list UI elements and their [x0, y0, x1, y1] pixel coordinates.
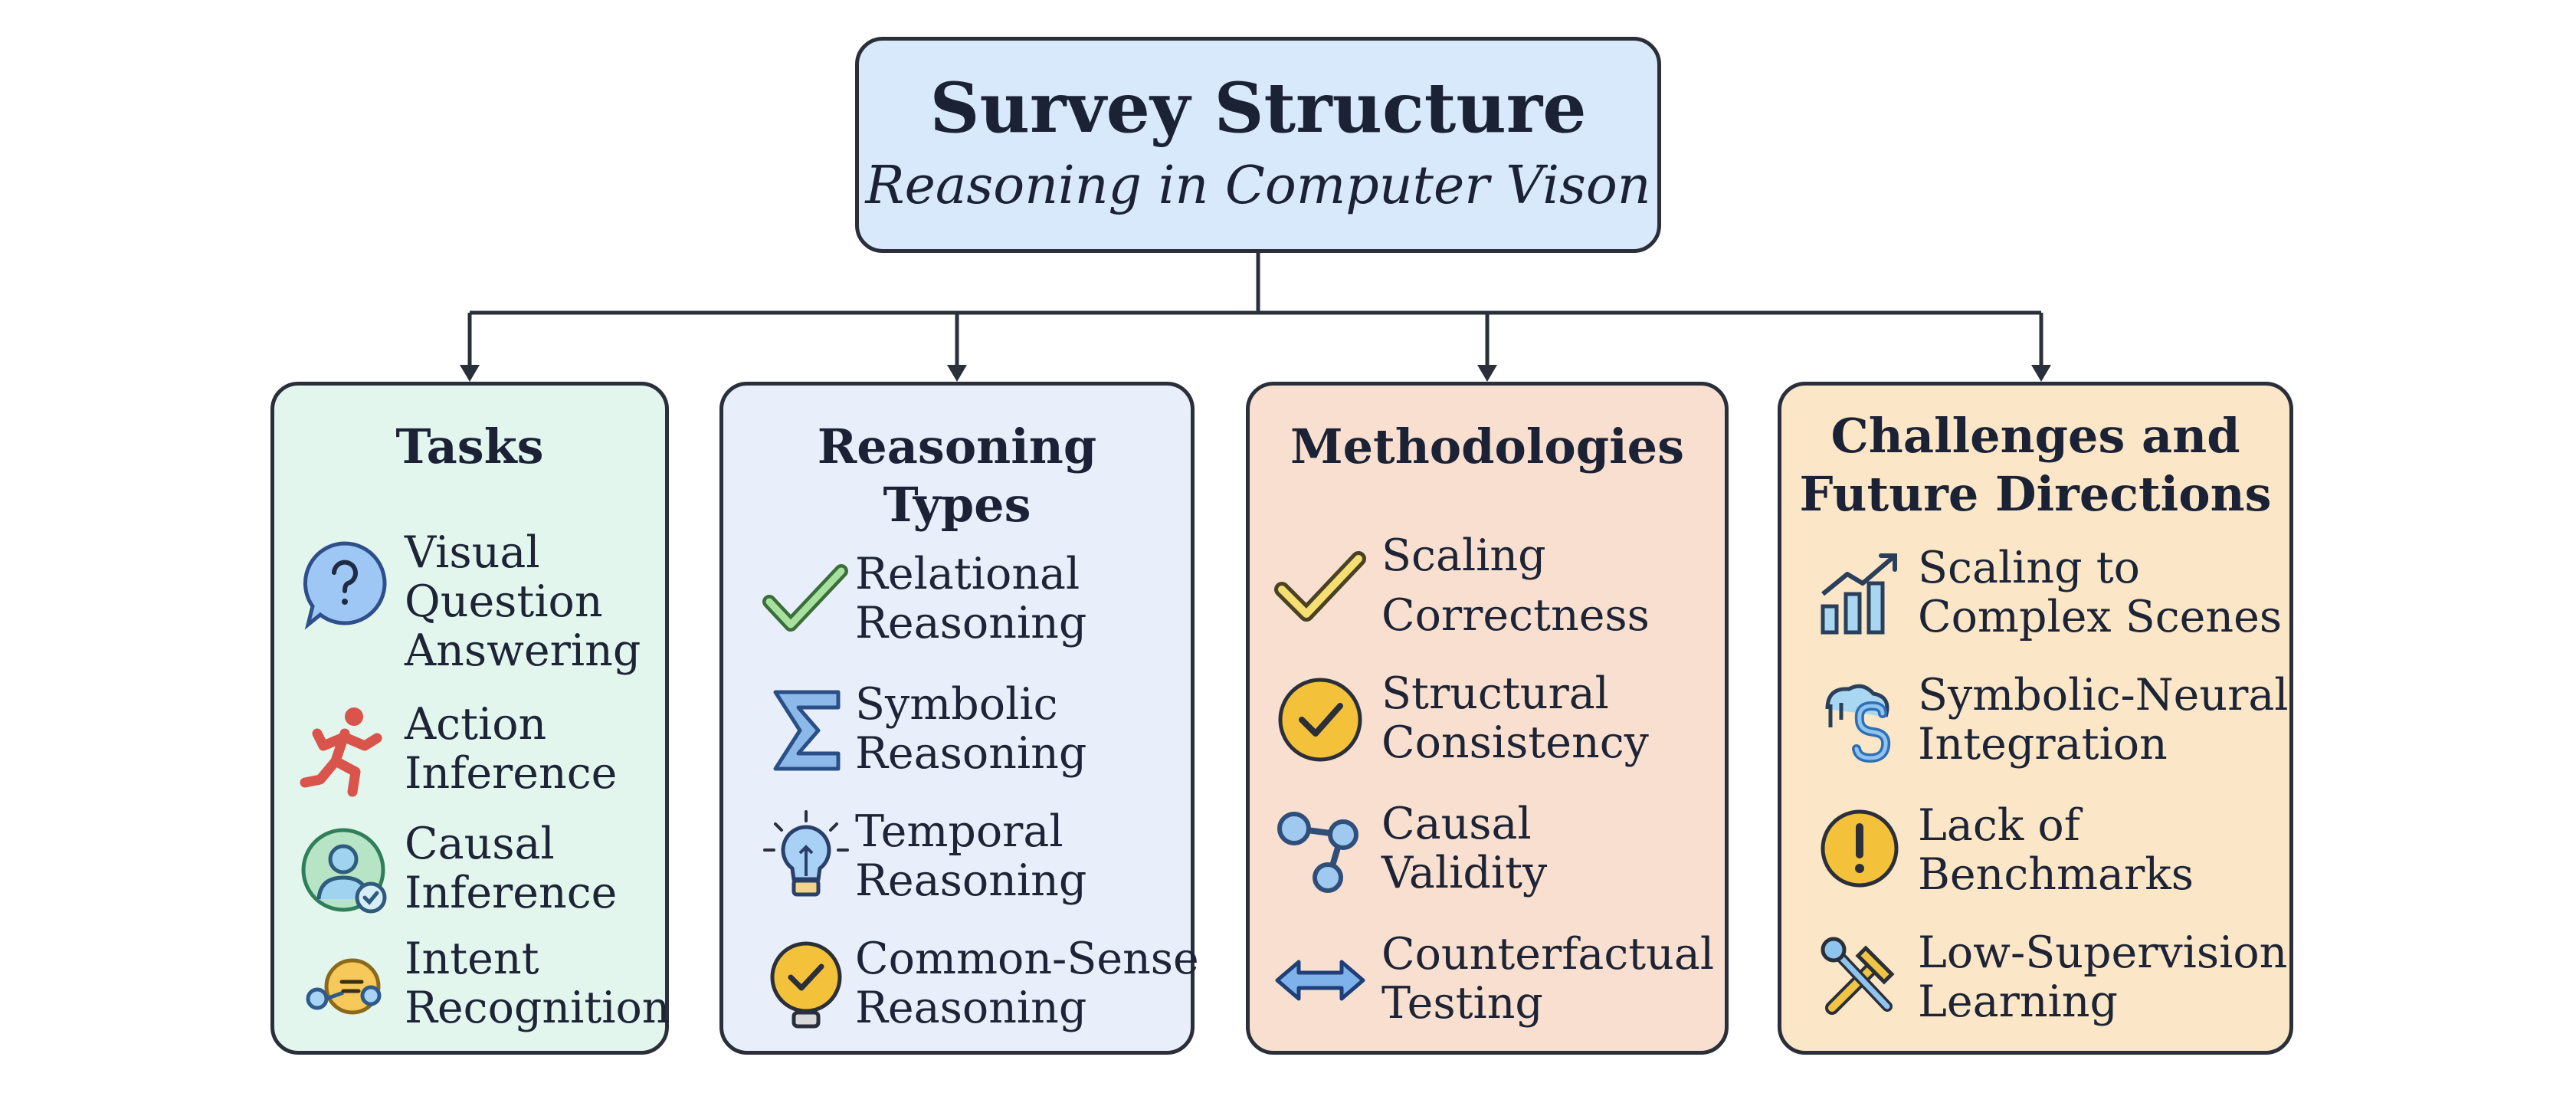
reasoning-types-card: Reasoning Types Relational Reasoning Sym… — [719, 382, 1199, 1055]
tools-icon — [1812, 931, 1907, 1026]
person-check-icon — [297, 824, 392, 919]
root-subtitle: Reasoning in Computer Vison — [865, 156, 1651, 216]
card-title: Methodologies — [1250, 418, 1725, 476]
brain-symbol-icon — [1812, 674, 1907, 769]
item-label: Low-Supervision Learning — [1918, 927, 2288, 1027]
lightbulb-icon — [759, 810, 854, 905]
item-label: Relational Reasoning — [855, 549, 1087, 648]
item-label: Lack of Benchmarks — [1918, 800, 2194, 900]
item-label: Scaling to Complex Scenes — [1918, 543, 2283, 642]
card-title-line: Tasks — [395, 418, 544, 474]
checkmark-icon — [1273, 542, 1368, 637]
nodes-link-icon — [1273, 803, 1368, 898]
sigma-icon — [759, 683, 854, 778]
item-label: Causal Inference — [405, 819, 618, 918]
root-node: Survey Structure Reasoning in Computer V… — [855, 37, 1661, 253]
item-label: Intent Recognition — [405, 934, 670, 1033]
item-label: Action Inference — [405, 699, 618, 799]
card-title-line: Methodologies — [1290, 418, 1684, 474]
card-title: Reasoning Types — [723, 418, 1191, 534]
item-label: Scaling Correctness — [1381, 530, 1650, 641]
double-arrow-icon — [1273, 933, 1368, 1028]
root-title: Survey Structure — [929, 67, 1587, 149]
item-label: Temporal Reasoning — [855, 806, 1087, 906]
checkmark-icon — [759, 553, 854, 648]
card-title: Challenges and Future Directions — [1781, 407, 2289, 524]
check-circle-icon — [759, 937, 854, 1032]
card-title-line: Future Directions — [1799, 466, 2272, 522]
running-person-icon — [297, 703, 392, 798]
item-label: Symbolic Reasoning — [855, 679, 1087, 779]
card-title-line: Reasoning — [817, 418, 1097, 474]
item-label: Symbolic-Neural Integration — [1918, 670, 2289, 770]
card-title-line: Challenges and — [1830, 408, 2240, 464]
tasks-card: Tasks Visual Question Answering — [270, 382, 670, 1055]
item-label: Visual Question Answering — [405, 527, 641, 676]
item-label: Structural Consistency — [1381, 668, 1649, 768]
item-label: Counterfactual Testing — [1381, 929, 1715, 1029]
face-link-icon — [297, 942, 392, 1037]
item-label: Causal Validity — [1381, 799, 1548, 898]
question-bubble-icon — [297, 536, 392, 631]
growth-chart-icon — [1812, 546, 1907, 642]
card-title-line: Types — [883, 477, 1031, 533]
warning-icon — [1812, 804, 1907, 899]
check-circle-icon — [1273, 672, 1368, 767]
methodologies-card: Methodologies Scaling Correctness Struct… — [1246, 382, 1729, 1055]
challenges-card: Challenges and Future Directions Scaling… — [1778, 382, 2293, 1055]
card-title: Tasks — [274, 418, 665, 476]
item-label: Common-Sense Reasoning — [855, 934, 1199, 1033]
